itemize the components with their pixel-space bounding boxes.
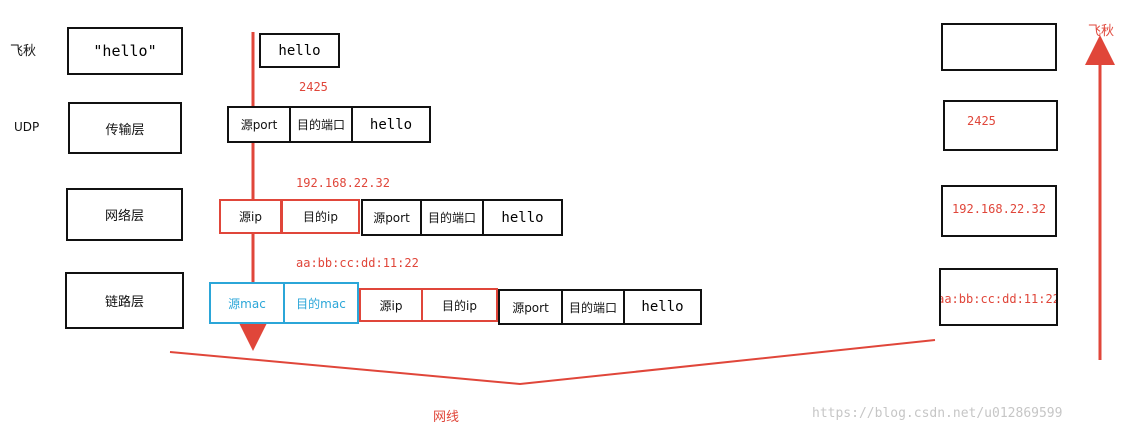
cable-label: 网线 (433, 410, 460, 425)
mac-annotation: aa:bb:cc:dd:11:22 (296, 256, 419, 270)
watermark: https://blog.csdn.net/u012869599 (812, 406, 1063, 421)
transport-payload-hello: hello (351, 106, 431, 143)
network-cable-line (169, 339, 936, 386)
transport-src-port: 源port (227, 106, 291, 143)
network-payload-hello: hello (482, 199, 563, 236)
network-dst-port: 目的端口 (420, 199, 484, 236)
network-src-port: 源port (361, 199, 422, 236)
udp-label: UDP (14, 120, 40, 134)
link-payload-hello: hello (623, 289, 702, 325)
receiver-mac-box: aa:bb:cc:dd:11:22 (939, 268, 1058, 326)
link-dst-ip: 目的ip (421, 288, 498, 322)
app-layer-box: "hello" (67, 27, 183, 75)
app-packet-hello: hello (259, 33, 340, 68)
link-layer-box: 链路层 (65, 272, 184, 329)
receiver-ip-box: 192.168.22.32 (941, 185, 1057, 237)
app-name-label: 飞秋 (10, 44, 37, 59)
link-src-port: 源port (498, 289, 563, 325)
network-layer-box: 网络层 (66, 188, 183, 241)
port-annotation: 2425 (299, 80, 328, 94)
ip-annotation: 192.168.22.32 (296, 176, 390, 190)
transport-layer-box: 传输层 (68, 102, 182, 154)
network-src-ip: 源ip (219, 199, 282, 234)
receiver-port-box: 2425 (943, 100, 1058, 151)
network-dst-ip: 目的ip (281, 199, 360, 234)
receiver-app-box (941, 23, 1057, 71)
link-dst-mac: 目的mac (283, 282, 359, 324)
link-src-mac: 源mac (209, 282, 285, 324)
link-dst-port: 目的端口 (561, 289, 625, 325)
transport-dst-port: 目的端口 (289, 106, 353, 143)
link-src-ip: 源ip (359, 288, 423, 322)
receiver-app-label: 飞秋 (1088, 24, 1115, 39)
